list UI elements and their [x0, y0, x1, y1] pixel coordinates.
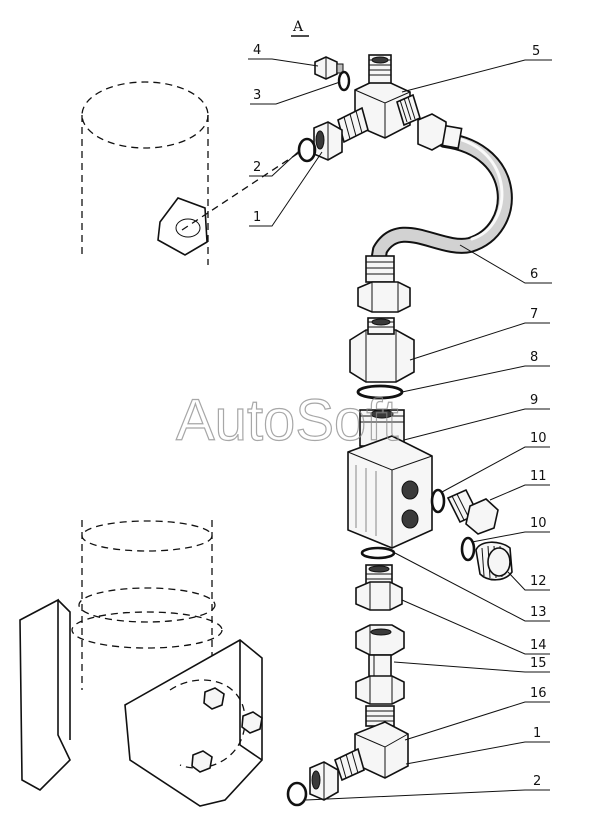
- view-label: A: [292, 19, 304, 35]
- callout-14: 14: [530, 638, 547, 653]
- watermark: AutoSoft: [176, 388, 398, 453]
- callout-2: 2: [533, 774, 541, 789]
- callout-11: 11: [530, 469, 547, 484]
- part-4-plug: [314, 56, 344, 80]
- callout-2: 2: [253, 160, 261, 175]
- flange-bolt: [191, 687, 263, 773]
- callout-10: 10: [530, 431, 547, 446]
- part-2-seal-ring-upper: [297, 137, 317, 163]
- callout-1: 1: [253, 210, 261, 225]
- part-16-elbow-fitting: [334, 705, 409, 782]
- upper-frame-cylinder: [81, 81, 301, 265]
- part-9-valve-body: [347, 409, 433, 549]
- callout-1: 1: [533, 726, 541, 741]
- part-12-filter-cap: [475, 541, 513, 581]
- part-5-tee-fitting: [337, 54, 421, 144]
- callout-numbers: 4 3 5 2 1 6 7 8 9 10 11 10 12 13 14 15 1…: [253, 43, 547, 789]
- callout-8: 8: [530, 350, 538, 365]
- part-15-connecting-pipe: [355, 624, 405, 705]
- part-7-hex-adapter: [349, 317, 415, 383]
- callout-7: 7: [530, 307, 538, 322]
- lower-mounting-assembly: [19, 520, 263, 807]
- part-3-washer: [337, 70, 351, 92]
- part-13-o-ring: [360, 546, 396, 560]
- part-14-nipple: [355, 564, 403, 611]
- callout-3: 3: [253, 88, 261, 103]
- callout-12: 12: [530, 574, 547, 589]
- part-10-seal-ring-a: [430, 488, 446, 514]
- callout-13: 13: [530, 605, 547, 620]
- part-1-union-nut-upper: [313, 121, 343, 161]
- part-6-hose: [357, 113, 513, 313]
- callout-9: 9: [530, 393, 538, 408]
- callout-16: 16: [530, 686, 547, 701]
- callout-15: 15: [530, 656, 547, 671]
- part-2-seal-ring-lower: [286, 781, 308, 807]
- callout-6: 6: [530, 267, 538, 282]
- callout-10: 10: [530, 516, 547, 531]
- leader-lines: [248, 58, 552, 801]
- callout-4: 4: [253, 43, 261, 58]
- part-11-adapter: [446, 488, 499, 535]
- part-1-union-nut-lower: [309, 761, 339, 801]
- callout-5: 5: [532, 44, 540, 59]
- part-10-seal-ring-b: [460, 536, 476, 562]
